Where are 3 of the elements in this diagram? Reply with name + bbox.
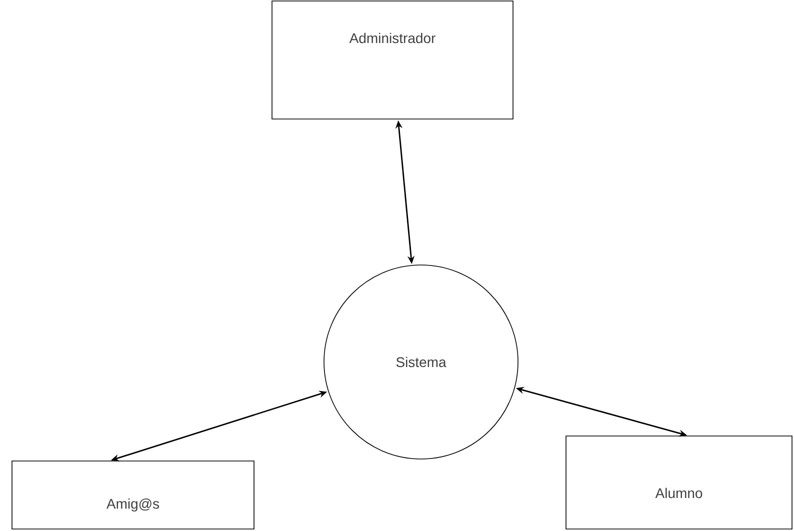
entity-box: Alumno <box>566 436 792 530</box>
entity-box: Amig@s <box>12 460 254 530</box>
entity-box: Administrador <box>272 0 514 120</box>
